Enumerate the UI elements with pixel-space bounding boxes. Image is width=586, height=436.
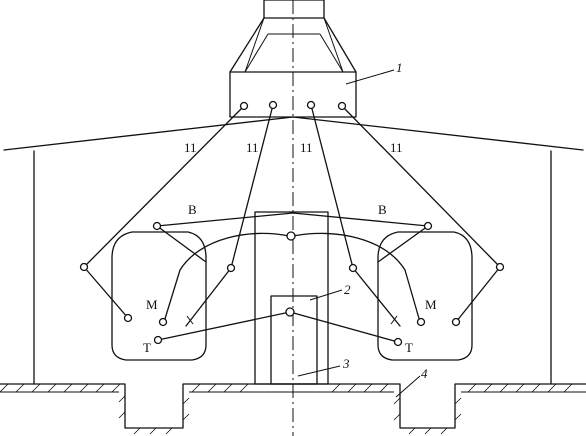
leader-lines xyxy=(297,69,421,398)
tank-left xyxy=(111,231,207,361)
cable-label-3: 11 xyxy=(300,140,313,155)
brace-line-b xyxy=(156,212,429,227)
cable-label-1: 11 xyxy=(184,140,197,155)
suspension-cables xyxy=(83,104,501,269)
arch-cable-right xyxy=(292,232,421,323)
part-label-1: 1 xyxy=(396,60,403,75)
arch-cable-left xyxy=(163,232,290,323)
ground-hatching xyxy=(0,383,573,435)
part-label-4: 4 xyxy=(421,366,428,381)
cable-label-2: 11 xyxy=(246,140,259,155)
tank-bracing xyxy=(83,225,501,327)
ground-foundation xyxy=(0,383,586,429)
tank-label-m-right: M xyxy=(425,297,437,312)
brace-label-left: B xyxy=(188,202,197,217)
tank-label-m-left: M xyxy=(146,297,158,312)
part-label-2: 2 xyxy=(344,282,351,297)
cable-label-4: 11 xyxy=(390,140,403,155)
tank-right xyxy=(377,231,473,361)
brace-label-right: B xyxy=(378,202,387,217)
tank-label-t-right: T xyxy=(405,340,413,355)
joint-nodes xyxy=(79,100,505,347)
part-label-3: 3 xyxy=(342,356,350,371)
tank-label-t-left: T xyxy=(143,340,151,355)
roof-line xyxy=(3,116,584,151)
